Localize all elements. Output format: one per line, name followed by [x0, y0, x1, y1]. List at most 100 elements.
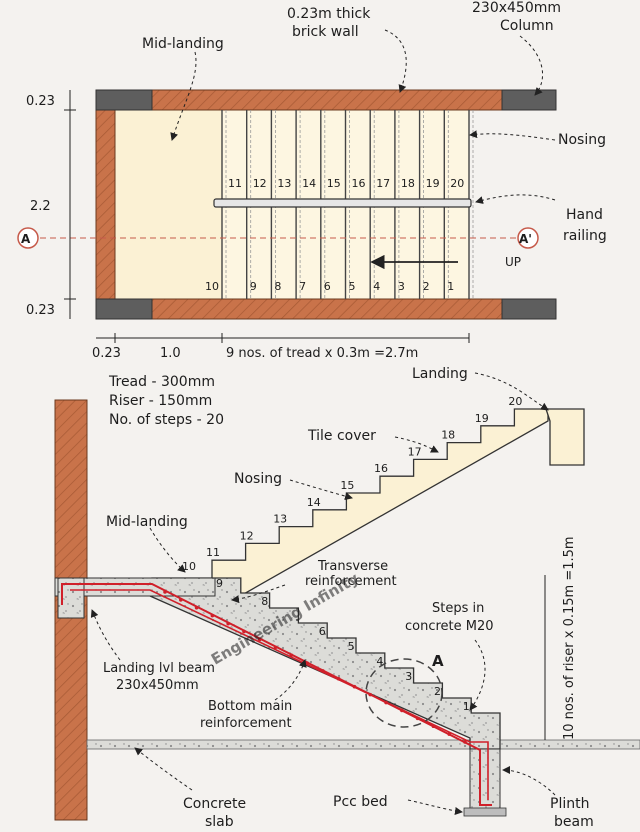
detail-label: A	[432, 652, 444, 670]
plan-step-number: 10	[205, 280, 219, 293]
section-label-right: A'	[519, 232, 532, 246]
section-step-number: 1	[463, 700, 470, 713]
plan-step-number: 17	[376, 177, 390, 190]
section-step-number: 3	[405, 670, 412, 683]
bottom-main-reinforcement	[61, 583, 492, 806]
plan-step-number: 20	[450, 177, 464, 190]
section-label-left: A	[21, 232, 31, 246]
plan-step-number: 4	[373, 280, 380, 293]
note-steps: No. of steps - 20	[109, 412, 224, 428]
note-tread: Tread - 300mm	[108, 374, 215, 390]
transverse-bar	[321, 669, 325, 673]
plan-step-number: 5	[349, 280, 356, 293]
section-step-number: 11	[206, 546, 220, 559]
transverse-bar	[415, 716, 420, 721]
section-step-number: 20	[508, 395, 522, 408]
leader-pcc	[407, 799, 463, 815]
section-marker-left	[17, 227, 39, 249]
section-step-number: 4	[376, 655, 383, 668]
dim-bottom-2: 1.0	[160, 346, 181, 361]
landing-label: Landing	[412, 366, 468, 382]
plan-step-number: 6	[324, 280, 331, 293]
section-view	[54, 372, 640, 821]
mid-landing-label: Mid-landing	[142, 36, 224, 52]
plan-step-number: 16	[352, 177, 366, 190]
plan-step-number: 11	[228, 177, 242, 190]
tile-cover-label: Tile cover	[307, 428, 376, 444]
riser-dimension-label: 10 nos. of riser x 0.15m =1.5m	[562, 536, 577, 740]
section-step-number: 6	[319, 625, 326, 638]
concrete-slab-label-line1: Concrete	[183, 796, 246, 812]
plan-step-number: 2	[423, 280, 430, 293]
transverse-reinforcement-dots	[163, 590, 467, 744]
column-bottom-left	[95, 298, 153, 320]
transverse-bar	[289, 653, 294, 657]
transverse-bar	[463, 740, 467, 744]
transverse-bar	[368, 692, 373, 697]
transverse-bar	[447, 732, 452, 736]
leader-concrete-slab	[134, 747, 193, 791]
hand-railing-label-line1: Hand	[566, 207, 603, 223]
plinth-beam	[469, 748, 501, 812]
transverse-bar	[305, 661, 309, 665]
section-step-number: 8	[261, 595, 268, 608]
lower-flight	[149, 577, 501, 750]
transverse-bar	[257, 637, 262, 642]
plan-step-number: 7	[299, 280, 306, 293]
section-step-number: 2	[434, 685, 441, 698]
pcc-bed-label: Pcc bed	[333, 794, 388, 810]
plan-step-number: 1	[447, 280, 454, 293]
section-step-number: 16	[374, 462, 388, 475]
leader-wall	[384, 29, 407, 93]
plan-step-number: 8	[274, 280, 281, 293]
steps-in-label-line2: concrete M20	[405, 619, 494, 634]
dim-left-mid: 2.2	[30, 199, 51, 214]
up-label: UP	[505, 255, 521, 269]
leader-mid-landing	[170, 51, 197, 141]
plinth-label-line1: Plinth	[550, 796, 589, 812]
leader-landing	[474, 372, 549, 411]
wall-label-line2: brick wall	[292, 24, 359, 40]
transverse-bar	[400, 708, 404, 713]
plan-step-number: 18	[401, 177, 415, 190]
section-step-number: 18	[441, 429, 455, 442]
leader-landing-beam	[90, 609, 121, 661]
plan-labels: Mid-landing 0.23m thick brick wall 230x4…	[21, 0, 607, 361]
section-labels: Tread - 300mm Riser - 150mm No. of steps…	[103, 366, 594, 830]
leader-bottom-main	[274, 659, 307, 701]
plan-step-number: 13	[277, 177, 291, 190]
section-step-number: 15	[340, 479, 354, 492]
section-nosing-label: Nosing	[234, 471, 282, 487]
column-label-line1: 230x450mm	[472, 0, 561, 16]
section-step-number: 13	[273, 513, 287, 526]
transverse-label-line2: reinforcement	[305, 574, 397, 589]
dim-left-bottom: 0.23	[26, 303, 55, 318]
transverse-bar	[336, 677, 341, 681]
transverse-bar	[194, 605, 199, 610]
pcc-bed	[463, 807, 507, 817]
landing-beam-label-line2: 230x450mm	[116, 678, 199, 693]
hand-railing-label-line2: railing	[563, 228, 607, 244]
left-brick-wall	[95, 109, 116, 300]
plan-view	[17, 29, 557, 343]
transverse-bar	[273, 645, 278, 650]
section-step-number: 9	[216, 577, 223, 590]
transverse-bar	[431, 724, 436, 729]
transverse-label-line1: Transverse	[317, 559, 388, 574]
steps-in-label-line1: Steps in	[432, 601, 484, 616]
plan-step-number: 15	[327, 177, 341, 190]
transverse-bar	[178, 598, 183, 602]
landing-beam-label-line1: Landing lvl beam	[103, 661, 215, 676]
upper-flight	[211, 408, 549, 596]
plan-step-number: 3	[398, 280, 405, 293]
leader-section-mid-landing	[149, 527, 186, 573]
bottom-main-label-line2: reinforcement	[200, 716, 292, 731]
wall-label-line1: 0.23m thick	[287, 6, 371, 22]
transverse-bar	[210, 613, 215, 618]
top-brick-wall	[151, 89, 503, 111]
leader-tile	[394, 436, 439, 453]
